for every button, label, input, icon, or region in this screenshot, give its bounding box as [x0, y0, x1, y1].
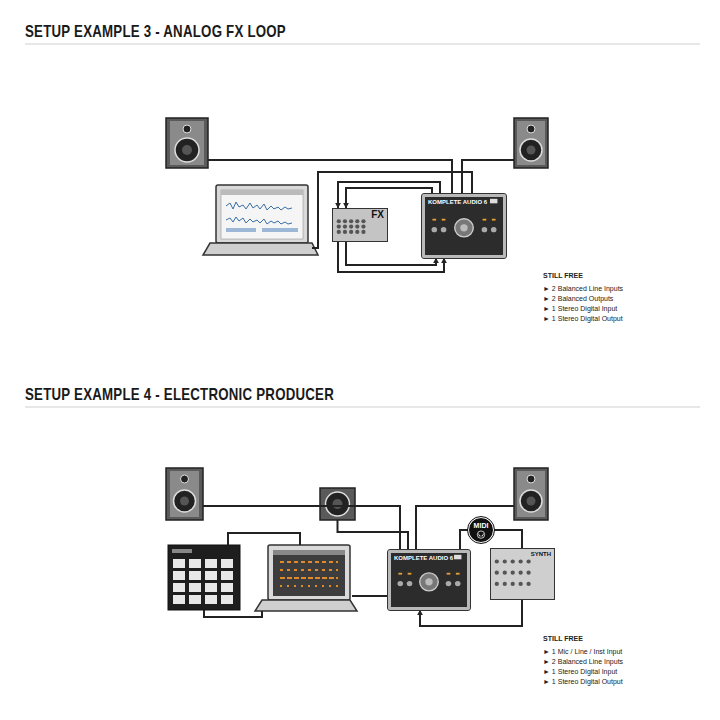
list-item: ► 1 Stereo Digital Output [543, 677, 623, 686]
speaker [166, 468, 203, 520]
list-item: ► 2 Balanced Line Inputs [543, 284, 623, 293]
device-label: KOMPLETE AUDIO 6 [428, 198, 487, 206]
subwoofer [320, 488, 355, 520]
signal-cable [346, 188, 432, 208]
device-panel [425, 197, 503, 255]
list-item: ► 2 Balanced Outputs [543, 294, 613, 303]
heading-rule [25, 407, 700, 408]
list-item: ► 1 Stereo Digital Input [543, 667, 617, 676]
list-item: ► 2 Balanced Line Inputs [543, 657, 623, 666]
synthesizer: SYNTH [490, 548, 555, 600]
device-panel [391, 553, 467, 607]
laptop [203, 185, 318, 255]
list-item: ► 1 Stereo Digital Output [543, 314, 623, 323]
device-label: KOMPLETE AUDIO 6 [394, 554, 453, 562]
signal-cable [460, 530, 468, 550]
signal-cable [494, 530, 522, 548]
section-heading: SETUP EXAMPLE 4 - ELECTRONIC PRODUCER [25, 385, 334, 405]
speaker [514, 118, 548, 168]
audio-cable [208, 160, 514, 248]
list-item: ► 1 Stereo Digital Input [543, 304, 617, 313]
speaker [514, 468, 548, 520]
device-panel [469, 518, 493, 542]
speaker [166, 118, 208, 168]
audio-interface: KOMPLETE AUDIO 6 [388, 550, 470, 610]
midi-port: MIDI [468, 517, 494, 543]
audio-cable [203, 506, 514, 617]
heading-rule [25, 44, 700, 45]
audio-interface: KOMPLETE AUDIO 6 [422, 194, 506, 258]
list-heading: STILL FREE [543, 634, 583, 643]
section-heading: SETUP EXAMPLE 3 - ANALOG FX LOOP [25, 22, 286, 42]
device-label: FX [371, 209, 384, 221]
list-heading: STILL FREE [543, 271, 583, 280]
device-label: MIDI [474, 522, 489, 530]
fx-unit: FX [332, 208, 388, 242]
list-item: ► 1 Mic / Line / Inst Input [543, 647, 622, 656]
device-label: SYNTH [531, 550, 551, 558]
pad-controller [168, 545, 240, 610]
laptop [255, 545, 357, 611]
